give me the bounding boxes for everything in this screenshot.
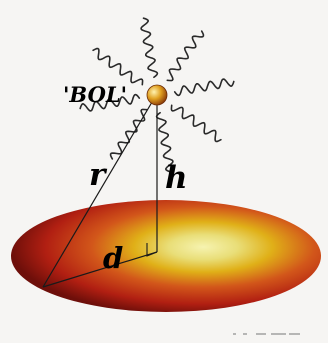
slant-line-r <box>42 96 156 288</box>
radiation-ray <box>166 30 205 82</box>
radiation-ray <box>79 93 141 112</box>
source-ball <box>146 84 168 106</box>
radiation-ray <box>109 108 148 160</box>
source-label: 'BOL' <box>63 82 128 107</box>
radiation-ray <box>140 17 159 79</box>
radiation-ray <box>155 111 174 173</box>
radiation-rays <box>79 17 235 173</box>
slant-distance-label: r <box>89 157 106 193</box>
emission-disc <box>11 200 321 312</box>
radiation-ray <box>170 104 222 143</box>
radiation-ray <box>173 78 235 97</box>
horizontal-distance-label: d <box>103 241 124 275</box>
horizontal-line-d <box>42 251 158 288</box>
radiation-ray <box>92 47 144 86</box>
height-label: h <box>165 160 188 196</box>
right-angle-marker <box>146 243 158 257</box>
